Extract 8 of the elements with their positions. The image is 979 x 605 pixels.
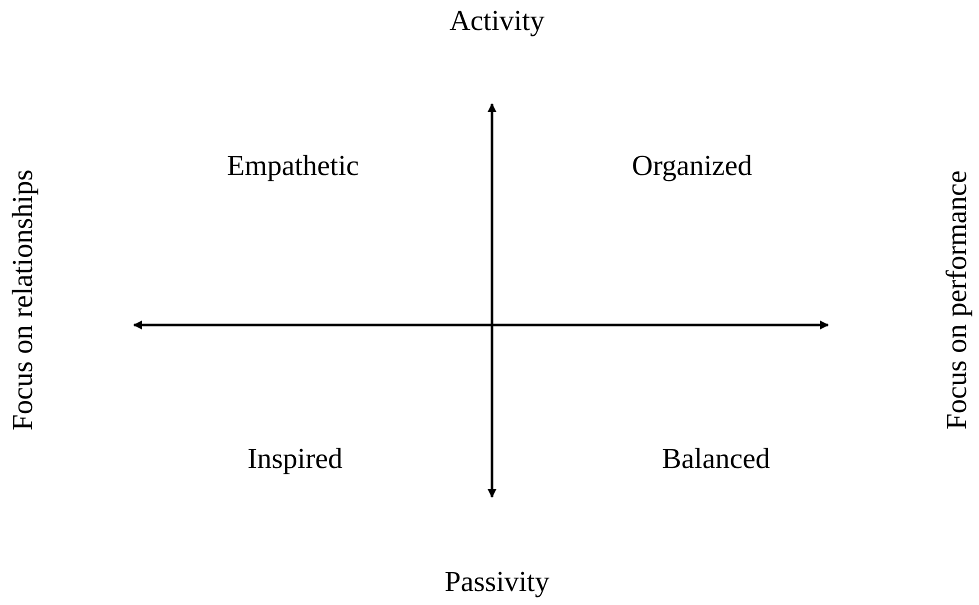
quadrant-label: Organized — [632, 151, 752, 183]
quadrant-label: Inspired — [247, 444, 343, 476]
axis-label: Focus on performance — [942, 170, 974, 430]
axis-label: Passivity — [444, 567, 550, 599]
axis-label: Focus on relationships — [8, 170, 40, 430]
axis-label: Activity — [449, 6, 545, 38]
quadrant-label: Balanced — [662, 444, 770, 476]
quadrant-label: Empathetic — [226, 151, 360, 183]
